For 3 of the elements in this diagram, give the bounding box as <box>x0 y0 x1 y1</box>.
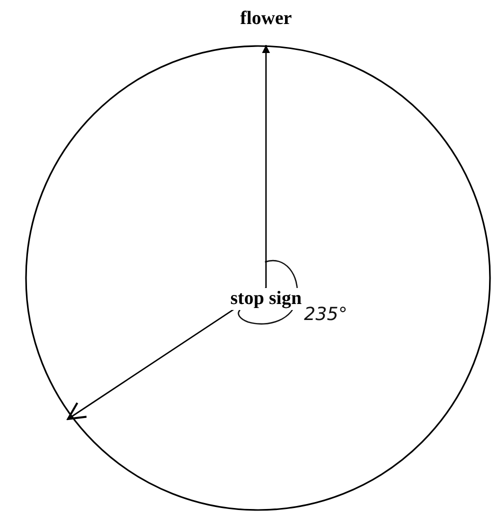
circle-outline <box>25 45 491 511</box>
arrow <box>262 45 270 288</box>
node-label: flower <box>226 8 306 45</box>
